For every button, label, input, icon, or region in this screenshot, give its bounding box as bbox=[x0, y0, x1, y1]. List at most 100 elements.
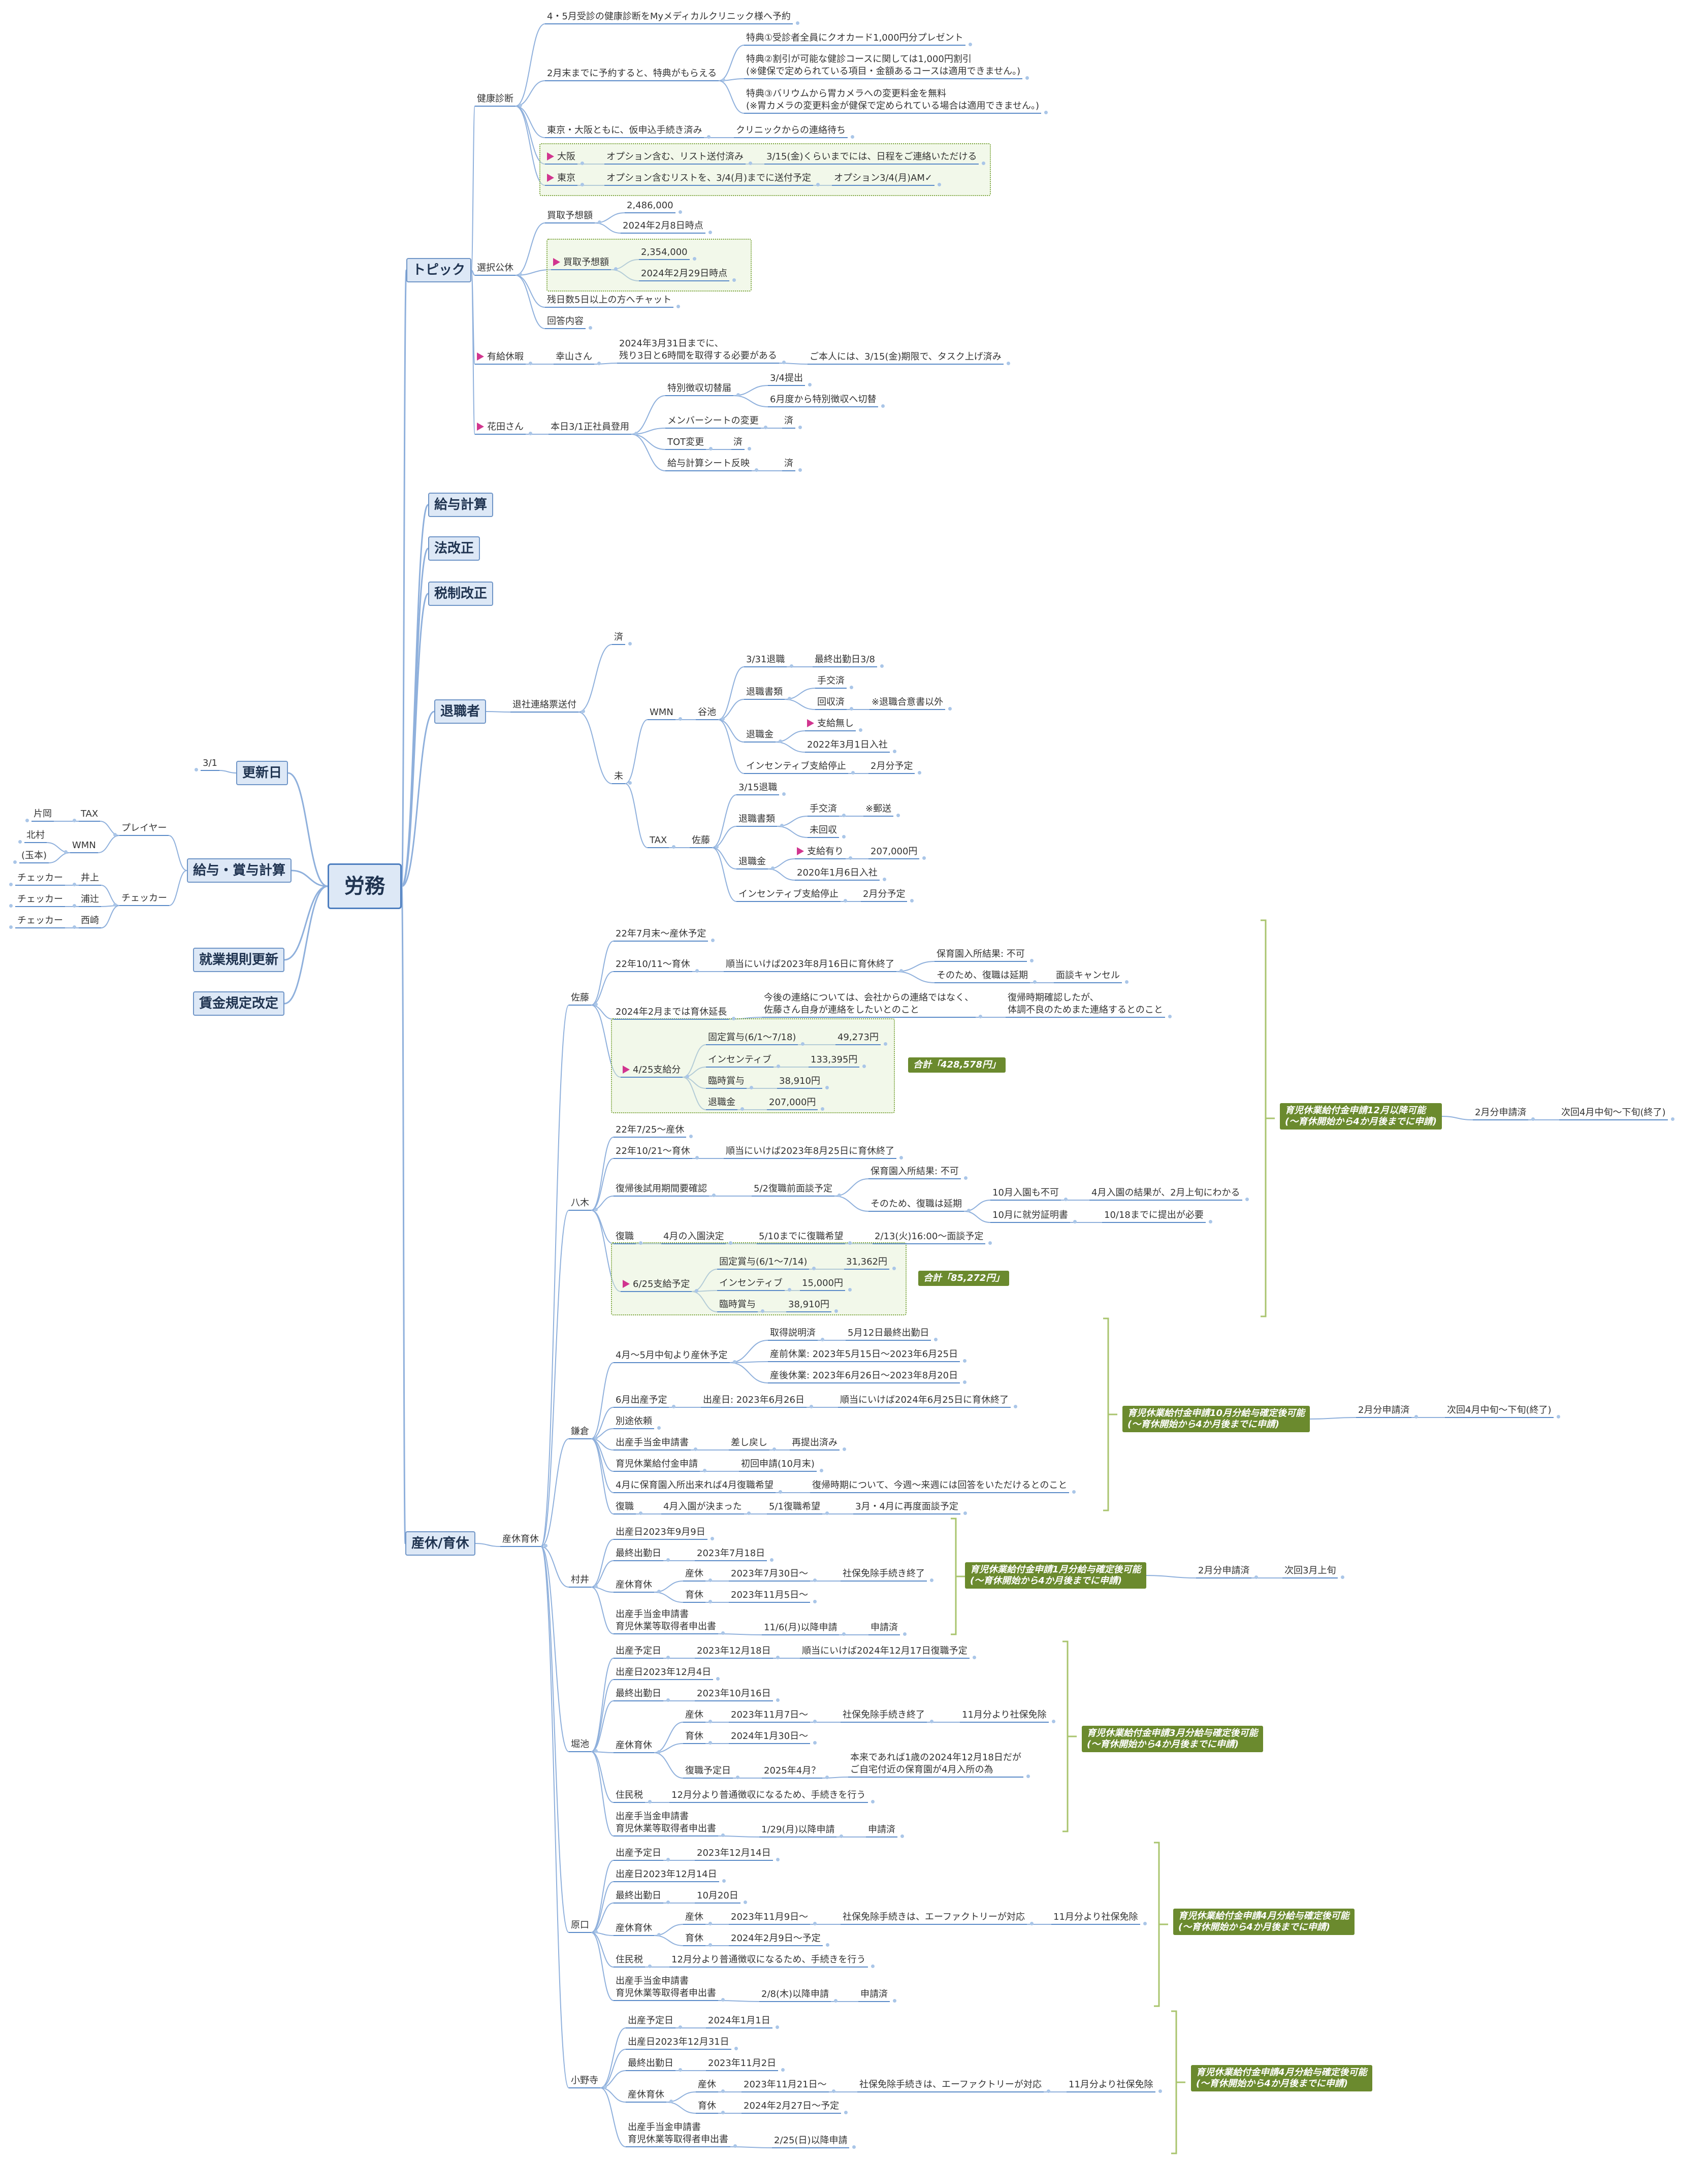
node-yap3v[interactable]: 38,910円 bbox=[786, 1298, 831, 1312]
node-note3b[interactable]: 次回3月上旬 bbox=[1282, 1564, 1338, 1578]
expand-dot[interactable] bbox=[594, 1930, 598, 1933]
node-on1a[interactable]: 2024年1月1日 bbox=[706, 2014, 772, 2028]
node-s3c[interactable]: 2020年1月6日入社 bbox=[795, 866, 880, 881]
expand-dot[interactable] bbox=[771, 866, 775, 870]
node-hr4d[interactable]: 11月分より社保免除 bbox=[1051, 1911, 1140, 1925]
expand-dot[interactable] bbox=[779, 1490, 782, 1494]
node-yap1[interactable]: 固定賞与(6/1〜7/14) bbox=[717, 1255, 810, 1270]
node-hr6[interactable]: 出産手当金申請書 育児休業等取得者申出書 bbox=[614, 1975, 718, 2001]
node-topic[interactable]: トピック bbox=[406, 258, 472, 282]
expand-dot[interactable] bbox=[834, 1309, 838, 1313]
node-on4d[interactable]: 11月分より社保免除 bbox=[1067, 2078, 1155, 2092]
node-yatot[interactable]: 合計「85,272円」 bbox=[918, 1271, 1010, 1286]
expand-dot[interactable] bbox=[772, 1447, 776, 1451]
node-ho4c[interactable]: 社保免除手続き終了 bbox=[841, 1708, 927, 1723]
expand-dot[interactable] bbox=[1014, 1405, 1017, 1408]
node-ka3[interactable]: 別途依頼 bbox=[614, 1415, 654, 1429]
node-kyuka[interactable]: 産休育休 bbox=[500, 1533, 541, 1547]
node-on4c[interactable]: 社保免除手続きは、エーファクトリーが対応 bbox=[857, 2078, 1044, 2092]
expand-dot[interactable] bbox=[776, 1656, 780, 1659]
expand-dot[interactable] bbox=[849, 856, 852, 860]
node-spa[interactable]: 3/4提出 bbox=[768, 372, 805, 386]
node-ho4d[interactable]: 11月分より社保免除 bbox=[960, 1708, 1049, 1723]
node-rdone[interactable]: 済 bbox=[612, 631, 625, 645]
expand-dot[interactable] bbox=[1168, 1015, 1172, 1018]
expand-dot[interactable] bbox=[848, 1241, 852, 1245]
node-tka[interactable]: オプション含むリストを、3/4(月)までに送付予定 bbox=[604, 172, 814, 186]
node-rtax[interactable]: TAX bbox=[648, 834, 669, 848]
node-sheeta[interactable]: 済 bbox=[782, 457, 795, 471]
expand-dot[interactable] bbox=[1026, 1775, 1030, 1778]
node-note2b[interactable]: 次回4月中旬〜下旬(終了) bbox=[1445, 1404, 1554, 1418]
node-on4f[interactable]: 2024年2月27日〜予定 bbox=[742, 2100, 842, 2114]
node-t3a[interactable]: 支給無し bbox=[805, 717, 856, 731]
node-buy1[interactable]: 買取予想額 bbox=[545, 209, 595, 223]
node-btam[interactable]: (玉本) bbox=[19, 849, 49, 863]
expand-dot[interactable] bbox=[850, 707, 853, 711]
node-sheet[interactable]: 給与計算シート反映 bbox=[665, 457, 752, 471]
node-mu3[interactable]: 産休育休 bbox=[614, 1578, 654, 1593]
node-ya3f[interactable]: 10月に就労証明書 bbox=[990, 1209, 1070, 1223]
expand-dot[interactable] bbox=[851, 771, 855, 775]
expand-dot[interactable] bbox=[967, 1209, 971, 1212]
expand-dot[interactable] bbox=[1044, 111, 1048, 114]
node-rsato[interactable]: 佐藤 bbox=[690, 834, 712, 848]
node-ka6a[interactable]: 復帰時期について、今週〜来週には回答をいただけるとのこと bbox=[810, 1479, 1070, 1493]
expand-dot[interactable] bbox=[1414, 1415, 1418, 1418]
node-rtan[interactable]: 谷池 bbox=[696, 706, 718, 720]
node-payroll[interactable]: 給与計算 bbox=[428, 493, 494, 517]
node-hr4e[interactable]: 育休 bbox=[683, 1932, 705, 1946]
node-tokyo[interactable]: 東京 bbox=[545, 172, 577, 186]
expand-dot[interactable] bbox=[893, 1999, 896, 2003]
expand-dot[interactable] bbox=[676, 305, 680, 308]
expand-dot[interactable] bbox=[900, 1834, 904, 1838]
node-hr4f[interactable]: 2024年2月9日〜予定 bbox=[729, 1932, 823, 1946]
node-hr2[interactable]: 出産日2023年12月14日 bbox=[614, 1868, 719, 1882]
node-s4[interactable]: インセンティブ支給停止 bbox=[736, 888, 841, 902]
expand-dot[interactable] bbox=[679, 210, 682, 214]
node-ka7[interactable]: 復職 bbox=[614, 1500, 636, 1514]
expand-dot[interactable] bbox=[963, 1359, 966, 1363]
expand-dot[interactable] bbox=[1557, 1415, 1560, 1418]
expand-dot[interactable] bbox=[1254, 1575, 1258, 1579]
expand-dot[interactable] bbox=[988, 1241, 992, 1245]
expand-dot[interactable] bbox=[715, 845, 719, 849]
node-sa2[interactable]: 22年10/11〜育休 bbox=[614, 958, 692, 972]
expand-dot[interactable] bbox=[832, 2089, 835, 2093]
expand-dot[interactable] bbox=[1064, 1198, 1068, 1201]
node-s3b[interactable]: 207,000円 bbox=[868, 845, 920, 859]
expand-dot[interactable] bbox=[721, 2089, 725, 2093]
expand-dot[interactable] bbox=[679, 2025, 682, 2029]
expand-dot[interactable] bbox=[686, 1075, 689, 1078]
expand-dot[interactable] bbox=[842, 1632, 846, 1636]
expand-dot[interactable] bbox=[834, 1999, 837, 2003]
expand-dot[interactable] bbox=[9, 904, 13, 908]
node-t2[interactable]: 退職書類 bbox=[744, 686, 785, 700]
node-yapay[interactable]: 6/25支給予定 bbox=[621, 1278, 692, 1292]
expand-dot[interactable] bbox=[840, 1834, 843, 1838]
node-mem[interactable]: メンバーシートの変更 bbox=[665, 414, 761, 429]
node-on4[interactable]: 産休育休 bbox=[626, 2088, 666, 2103]
node-ya1[interactable]: 22年7/25〜産休 bbox=[614, 1123, 687, 1138]
node-mu2a[interactable]: 2023年7月18日 bbox=[695, 1547, 767, 1561]
node-hori[interactable]: 堀池 bbox=[569, 1738, 591, 1752]
expand-dot[interactable] bbox=[798, 468, 802, 472]
expand-dot[interactable] bbox=[669, 2100, 673, 2103]
node-ho4[interactable]: 産休育休 bbox=[614, 1739, 654, 1753]
node-ho4b[interactable]: 2023年11月7日〜 bbox=[729, 1708, 811, 1723]
node-sa3b[interactable]: 復帰時期確認したが、 体調不良のためまた連絡するとのこと bbox=[1006, 991, 1165, 1018]
expand-dot[interactable] bbox=[761, 1309, 764, 1313]
expand-dot[interactable] bbox=[776, 1858, 780, 1861]
node-t3b[interactable]: 2022年3月1日入社 bbox=[805, 738, 890, 753]
node-on4e[interactable]: 育休 bbox=[696, 2100, 718, 2114]
node-sapay[interactable]: 4/25支給分 bbox=[621, 1063, 683, 1078]
node-bkit[interactable]: 北村 bbox=[24, 829, 47, 843]
expand-dot[interactable] bbox=[709, 447, 713, 450]
expand-dot[interactable] bbox=[798, 426, 802, 429]
node-yap3[interactable]: 臨時賞与 bbox=[717, 1298, 758, 1312]
node-h3b[interactable]: クリニックからの連絡待ち bbox=[734, 124, 848, 138]
expand-dot[interactable] bbox=[820, 1469, 823, 1472]
expand-dot[interactable] bbox=[779, 739, 782, 743]
expand-dot[interactable] bbox=[842, 835, 846, 839]
node-on5a[interactable]: 2/25(日)以降申請 bbox=[772, 2134, 850, 2148]
